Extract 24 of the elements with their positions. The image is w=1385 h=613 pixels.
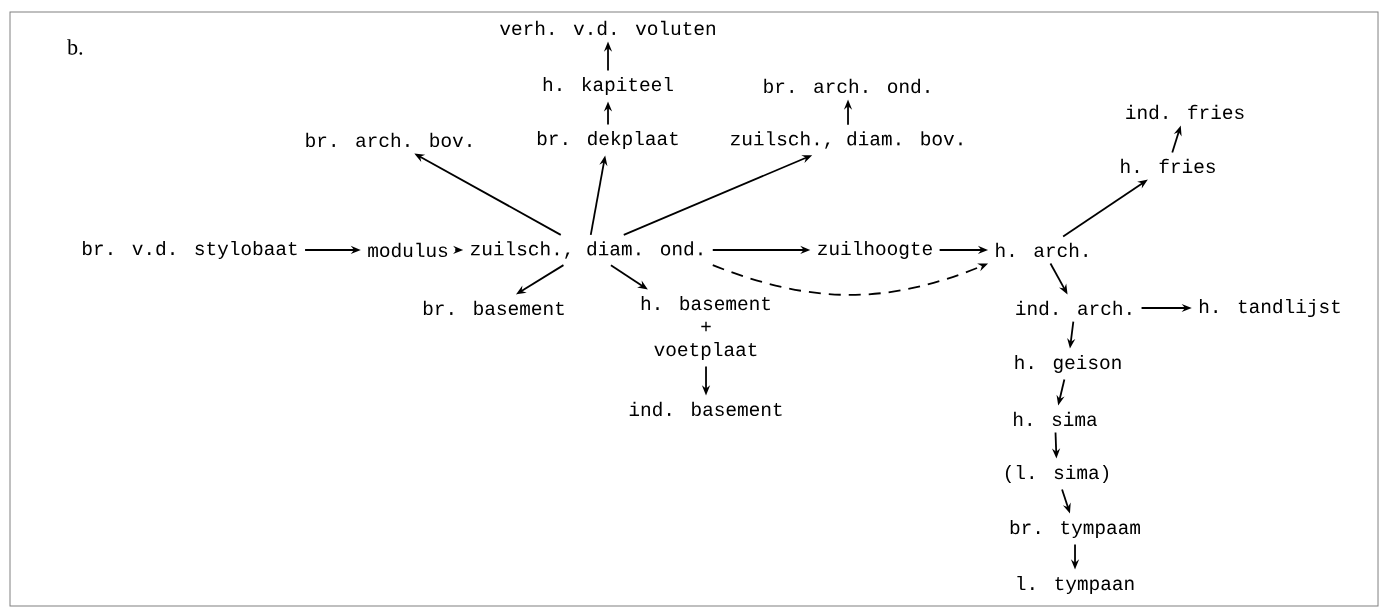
node-label: h. sima <box>1014 411 1097 427</box>
node-label: br. tympaam <box>1010 519 1140 538</box>
node-label: h. tandlijst <box>1200 298 1340 317</box>
node-label: l. tympaan <box>1017 575 1134 594</box>
node-label: br. arch. ond. <box>764 78 929 94</box>
node-label: h. geison <box>1015 354 1121 374</box>
node-label: ind. basement <box>629 401 782 417</box>
node-label: br. dekplaat <box>537 130 678 149</box>
node-label: modulus <box>368 242 448 258</box>
node-label: br. v.d. stylobaat <box>83 240 297 259</box>
node-label: zuilhoogte <box>818 240 932 260</box>
node-label: ind. fries <box>1126 104 1244 120</box>
node-label: h. kapiteel <box>543 76 673 95</box>
node-label: br. arch. bov. <box>306 132 471 148</box>
node-label: h. fries <box>1121 158 1215 174</box>
node-label: ind. arch. <box>1016 300 1131 316</box>
node-label: zuilsch., diam. bov. <box>731 131 962 149</box>
panel-letter: b. <box>67 39 83 55</box>
node-label: (l. sima) <box>1005 464 1109 483</box>
node-label: br. basement <box>423 300 564 316</box>
node-label: h. arch. <box>996 242 1087 258</box>
node-label: zuilsch., diam. ond. <box>471 241 702 259</box>
node-label: verh. v.d. voluten <box>500 20 715 36</box>
node-label: h. basement + voetplaat <box>641 295 770 360</box>
